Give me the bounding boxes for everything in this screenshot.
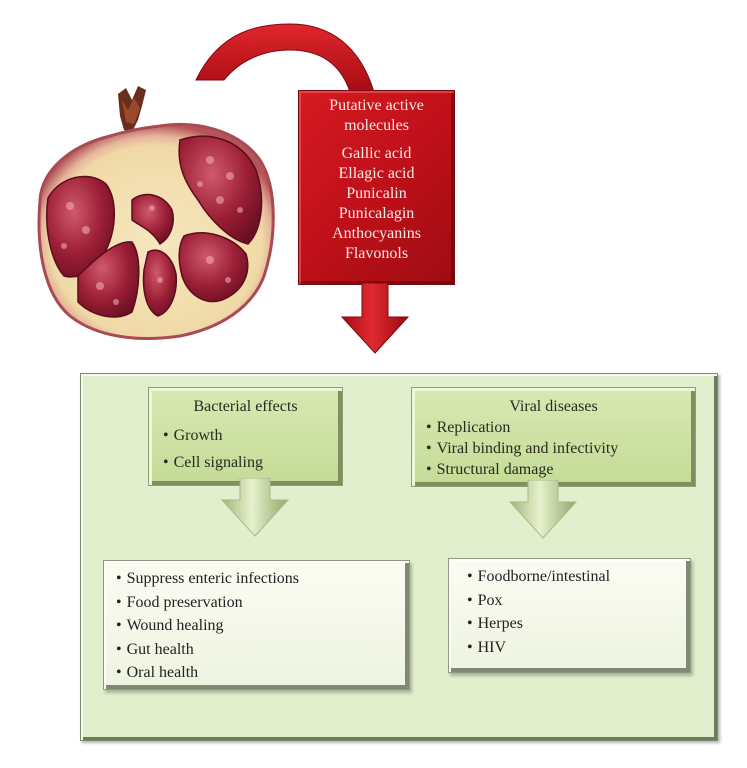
molecules-title-line1: Putative active xyxy=(329,97,424,114)
seed-highlights xyxy=(61,156,243,305)
list-item: Suppress enteric infections xyxy=(116,567,409,591)
molecule-item: Ellagic acid xyxy=(338,165,415,182)
list-item: Food preservation xyxy=(116,591,409,615)
list-item: Structural damage xyxy=(426,459,695,480)
list-item: Oral health xyxy=(116,661,409,685)
pomegranate-image xyxy=(37,86,275,341)
molecules-title-line2: molecules xyxy=(344,117,409,134)
curved-arrow xyxy=(195,23,375,93)
bacterial-down-arrow xyxy=(220,478,290,537)
molecule-item: Gallic acid xyxy=(341,145,412,162)
list-item: Wound healing xyxy=(116,614,409,638)
list-item: Growth xyxy=(163,422,342,449)
list-item: Viral binding and infectivity xyxy=(426,438,695,459)
viral-diseases-list: Replication Viral binding and infectivit… xyxy=(426,417,695,480)
active-molecules-box: Putative active molecules Gallic acid El… xyxy=(298,90,455,285)
bacterial-effects-title: Bacterial effects xyxy=(193,398,298,415)
viral-down-arrow xyxy=(508,480,578,539)
list-item: Herpes xyxy=(467,612,690,636)
list-item: Cell signaling xyxy=(163,449,342,476)
bacterial-effects-box: Bacterial effects Growth Cell signaling xyxy=(148,387,343,486)
viral-diseases-title: Viral diseases xyxy=(509,398,598,415)
list-item: Gut health xyxy=(116,638,409,662)
molecule-item: Punicalin xyxy=(346,185,407,202)
crown xyxy=(118,86,146,132)
bacterial-outcomes-list: Suppress enteric infections Food preserv… xyxy=(116,567,409,685)
list-item: Foodborne/intestinal xyxy=(467,565,690,589)
molecule-item: Flavonols xyxy=(344,245,409,262)
viral-diseases-box: Viral diseases Replication Viral binding… xyxy=(411,387,696,487)
list-item: Pox xyxy=(467,589,690,613)
molecule-item: Punicalagin xyxy=(338,205,415,222)
bacterial-effects-list: Growth Cell signaling xyxy=(163,422,342,476)
viral-outcomes-list: Foodborne/intestinal Pox Herpes HIV xyxy=(467,565,690,659)
aril-clusters xyxy=(46,135,263,318)
molecule-item: Anthocyanins xyxy=(332,225,421,242)
bacterial-outcomes-box: Suppress enteric infections Food preserv… xyxy=(103,560,410,690)
red-down-arrow xyxy=(340,283,410,354)
list-item: HIV xyxy=(467,636,690,660)
list-item: Replication xyxy=(426,417,695,438)
molecules-title: Putative active molecules xyxy=(299,96,454,136)
viral-outcomes-box: Foodborne/intestinal Pox Herpes HIV xyxy=(448,558,691,673)
